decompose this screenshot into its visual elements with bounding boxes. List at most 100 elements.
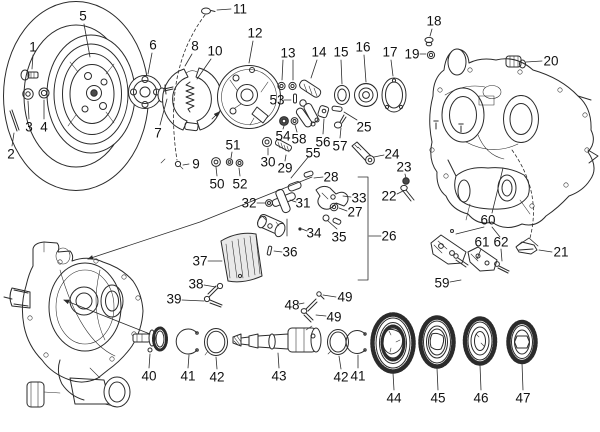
- leader-line-50: [215, 166, 218, 177]
- part-label-7: 7: [154, 126, 162, 141]
- leader-line-27: [338, 207, 348, 212]
- leader-line-13: [281, 59, 284, 81]
- leader-line-10: [196, 58, 212, 80]
- washer-52: [235, 159, 244, 167]
- part-label-54: 54: [275, 129, 291, 144]
- leader-line-2: [11, 132, 15, 147]
- bolt-57: [333, 114, 347, 129]
- part-label-1: 1: [29, 40, 37, 55]
- plate-62: [467, 246, 498, 272]
- part-label-47: 47: [515, 391, 530, 406]
- screw-48: [300, 298, 318, 314]
- leader-line-9: [182, 163, 190, 166]
- part-label-19: 19: [404, 47, 419, 62]
- leader-line-60: [455, 226, 485, 235]
- wheel-rim-5: [46, 34, 136, 154]
- leader-line-36: [273, 250, 283, 253]
- washer-51: [225, 158, 234, 166]
- leader-line-39: [181, 299, 205, 302]
- part-label-14: 14: [311, 45, 327, 60]
- part-label-52: 52: [232, 177, 247, 192]
- leader-line-6: [147, 52, 153, 75]
- cotter-pin-2: [9, 109, 20, 132]
- o-rings-13: [277, 81, 297, 91]
- reference-line: [516, 237, 539, 247]
- buffer-21: [515, 241, 538, 255]
- reference-line: [511, 149, 534, 239]
- leader-line-42: [338, 355, 342, 370]
- main-shaft-43: [232, 325, 322, 353]
- reference-line: [173, 14, 206, 161]
- leader-line-20: [525, 60, 543, 63]
- part-label-41: 41: [350, 369, 365, 384]
- part-label-40: 40: [141, 369, 156, 384]
- leader-line-45: [436, 367, 439, 391]
- screw-49-top: [316, 291, 325, 300]
- part-label-43: 43: [271, 369, 286, 384]
- leader-line-60: [491, 167, 504, 214]
- part-label-29: 29: [277, 161, 292, 176]
- screw-39: [203, 295, 223, 308]
- washer-58: [290, 117, 299, 125]
- plate-59: [430, 229, 467, 265]
- leader-line-29: [284, 154, 287, 162]
- part-label-18: 18: [426, 14, 441, 29]
- gear-45: [418, 315, 456, 369]
- part-label-34: 34: [306, 226, 322, 241]
- leader-line-60: [491, 226, 501, 238]
- hub-plate-6: [128, 75, 167, 109]
- leader-line-58: [294, 124, 298, 133]
- leader-line-25: [343, 111, 358, 121]
- leader-line-14: [310, 59, 318, 79]
- crankcase-left-half: [3, 241, 144, 383]
- part-label-33: 33: [351, 191, 366, 206]
- circlip-41-right: [345, 330, 367, 354]
- leader-line-18: [429, 28, 433, 37]
- gear-47: [506, 319, 538, 365]
- trunnion-56: [317, 105, 330, 119]
- nut-54: [279, 116, 289, 126]
- leader-line-54: [282, 125, 285, 130]
- screw-11: [201, 7, 216, 15]
- part-label-51: 51: [225, 138, 240, 153]
- leader-line-42: [215, 356, 218, 370]
- screw-38: [207, 282, 224, 298]
- leader-line-49: [315, 314, 327, 317]
- pin-25: [331, 105, 343, 112]
- gear-46: [462, 316, 498, 366]
- screw-22: [400, 184, 415, 202]
- kickstart-pinion-40: [132, 326, 168, 353]
- bolt-18: [424, 36, 434, 47]
- part-label-10: 10: [207, 44, 222, 59]
- brake-cam-lever-14: [299, 79, 322, 123]
- part-label-35: 35: [331, 230, 346, 245]
- part-label-41: 41: [180, 369, 195, 384]
- nut-23: [402, 177, 410, 185]
- part-label-36: 36: [282, 245, 297, 260]
- leader-line-34: [301, 228, 308, 232]
- part-label-59: 59: [434, 276, 449, 291]
- brake-backplate-12: [217, 65, 281, 129]
- selector-fork-33: [315, 185, 349, 210]
- leader-line-35: [327, 220, 338, 230]
- part-label-49: 49: [326, 310, 341, 325]
- pin-36: [266, 245, 273, 256]
- part-label-8: 8: [191, 39, 199, 54]
- punch-bolt-24: [351, 141, 375, 165]
- leader-line-62: [500, 248, 503, 262]
- part-label-26: 26: [381, 229, 396, 244]
- leader-line-43: [277, 352, 280, 369]
- leader-line-59: [449, 279, 462, 283]
- leader-line-47: [521, 362, 524, 391]
- rollers-35: [322, 214, 342, 225]
- leader-line-33: [342, 195, 352, 198]
- assembly-arrow: [211, 111, 220, 120]
- part-label-44: 44: [386, 391, 402, 406]
- part-label-62: 62: [493, 235, 508, 250]
- ring-32: [265, 199, 273, 207]
- leader-line-55: [290, 155, 310, 179]
- washer-42-left: [204, 328, 228, 356]
- part-label-28: 28: [323, 170, 338, 185]
- part-label-55: 55: [305, 146, 320, 161]
